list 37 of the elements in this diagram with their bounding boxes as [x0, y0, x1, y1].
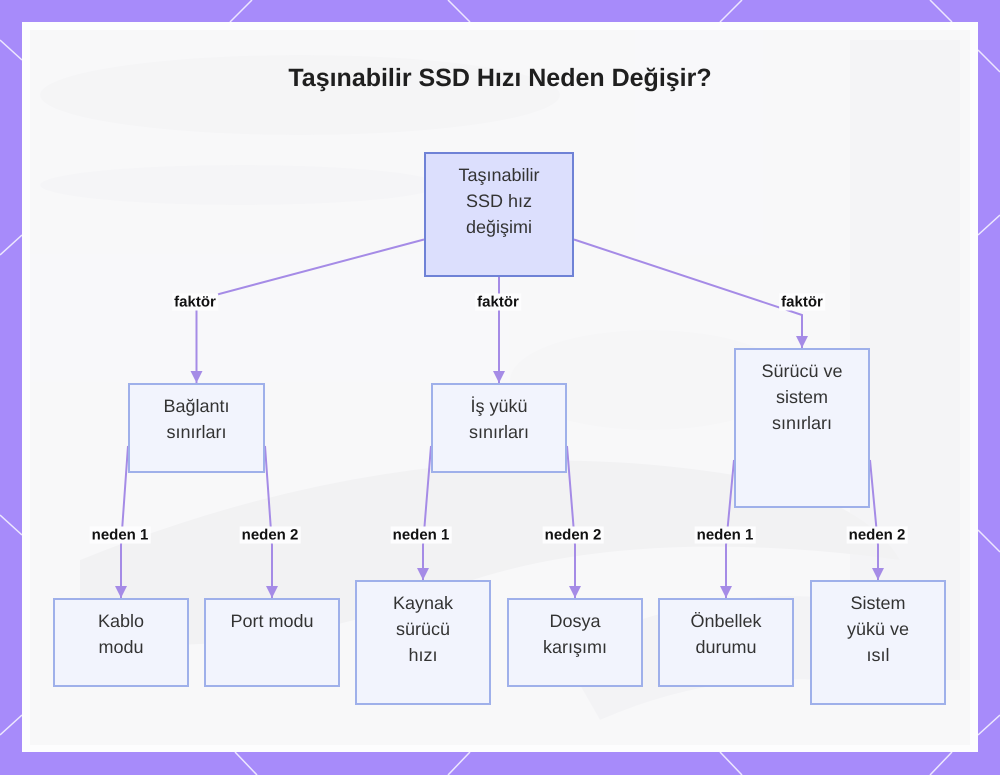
edge-label: faktör [172, 294, 218, 310]
arrow [417, 446, 432, 580]
node-text: Taşınabilir SSD hız değişimi [457, 164, 541, 239]
edge-label: neden 1 [694, 526, 756, 544]
node-box [507, 598, 643, 687]
node-text: Sistem yükü ve ısıl [846, 592, 910, 667]
node-box [128, 383, 265, 473]
node-text: İş yükü sınırları [468, 395, 530, 444]
edge-label: neden 1 [390, 526, 452, 544]
node-text: Sürücü ve sistem sınırları [760, 360, 844, 435]
node-box [355, 580, 491, 705]
root-box [424, 152, 574, 277]
arrow [574, 238, 808, 348]
node-box [53, 598, 189, 687]
edge-label: faktör [779, 294, 825, 310]
node-text: Önbellek durumu [689, 610, 763, 659]
node-text: Kablo modu [96, 610, 146, 659]
node-box [204, 598, 340, 687]
arrow [264, 446, 278, 598]
node-box [431, 383, 567, 473]
node-box [658, 598, 794, 687]
arrow [566, 446, 581, 598]
node-box [734, 348, 870, 508]
edge-label: neden 2 [542, 526, 604, 544]
node-box [810, 580, 946, 705]
node-text: Kaynak sürücü hızı [392, 592, 454, 667]
edge-label: faktör [475, 294, 521, 310]
arrow [115, 446, 129, 598]
arrow [720, 460, 735, 598]
edge-label: neden 1 [90, 526, 150, 544]
node-text: Port modu [230, 610, 314, 633]
edge-label: neden 2 [846, 526, 908, 544]
node-text: Dosya karışımı [542, 610, 608, 659]
node-text: Bağlantı sınırları [162, 395, 231, 444]
title: Taşınabilir SSD Hızı Neden Değişir? [287, 64, 713, 93]
arrow [190, 238, 424, 383]
edge-label: neden 2 [240, 526, 300, 544]
